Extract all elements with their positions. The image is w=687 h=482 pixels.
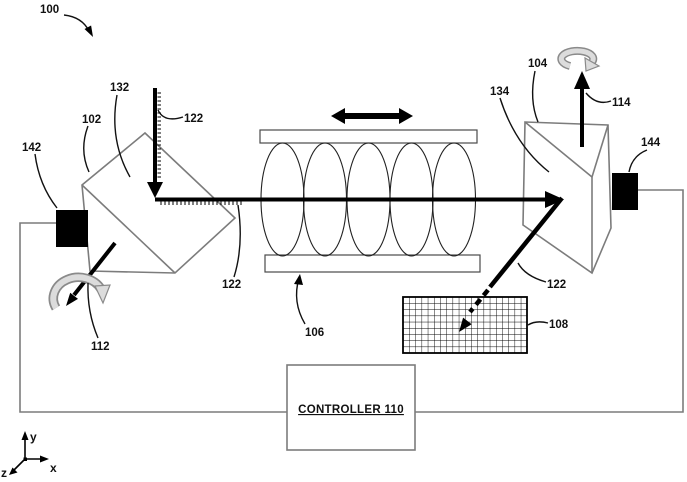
beam-diagonal-dashed (468, 288, 490, 314)
ref-label-100: 100 (40, 4, 59, 16)
beam-diagonal-solid (488, 196, 564, 289)
ref-label-112: 112 (91, 341, 110, 353)
beam-down-arrowhead-icon (147, 182, 163, 198)
left-rotation-indicator (48, 241, 117, 311)
beam-horizontal-shaft (155, 197, 547, 202)
right-rotation-indicator (557, 46, 601, 72)
leader-142 (34, 153, 58, 209)
ref-label-142: 142 (22, 142, 41, 154)
ref-label-144: 144 (641, 137, 661, 149)
wire-left-actuator-to-controller (19, 222, 287, 413)
leader-134 (499, 97, 550, 173)
x-axis-arrowhead-icon (40, 455, 49, 463)
controller-outline (286, 364, 416, 451)
leader-102 (83, 125, 90, 173)
ref-label-102: 102 (82, 114, 101, 126)
right-rotation-arc-icon (558, 48, 596, 69)
ref-label-134: 134 (490, 86, 510, 98)
x-axis-label: x (50, 461, 57, 475)
leader-106-arrowhead-icon (294, 274, 303, 285)
ref-label-122-top: 122 (184, 113, 203, 125)
ref-label-108: 108 (549, 319, 569, 331)
leader-114 (585, 92, 612, 104)
z-axis-label: z (1, 466, 7, 480)
controller-label: CONTROLLER 110 (298, 404, 404, 416)
leader-108 (527, 321, 549, 326)
right-prism-top-edge-left (524, 121, 593, 178)
leader-122-top (157, 109, 184, 120)
leader-100 (63, 14, 90, 32)
beam-vertical-shaft (153, 88, 157, 184)
y-axis-arrowhead-icon (21, 431, 29, 440)
right-prism-outline (522, 121, 612, 275)
beam-horizontal-hatching (158, 201, 243, 205)
right-prism-top-edge-right (591, 124, 609, 178)
lens-top-plate (259, 129, 478, 144)
left-rotation-axis-arrow (72, 241, 117, 297)
y-axis-label: y (30, 430, 37, 444)
left-rotation-axis-arrowhead-icon (66, 292, 78, 306)
ref-label-104: 104 (528, 58, 548, 70)
leader-106 (295, 277, 306, 325)
coordinate-axes: y x z (1, 430, 57, 480)
right-actuator-block (612, 173, 638, 210)
left-actuator-block (56, 210, 88, 247)
ref-label-132: 132 (110, 82, 129, 94)
leader-100-arrowhead-icon (84, 25, 93, 37)
lens-bottom-plate (264, 254, 481, 273)
ref-label-122-left: 122 (222, 279, 241, 291)
right-prism (522, 121, 612, 275)
left-prism-diagonal-face (81, 184, 176, 274)
wire-right-actuator-to-controller (415, 189, 684, 413)
leader-112 (87, 282, 99, 339)
lens-assembly (259, 108, 481, 273)
leader-122-left (233, 204, 241, 278)
right-rotation-arrowhead-icon (584, 56, 601, 72)
leader-144 (628, 149, 648, 173)
left-rotation-arc-icon (50, 274, 104, 310)
leader-132 (114, 94, 131, 178)
translate-double-arrow-icon (331, 108, 413, 124)
ref-label-114: 114 (612, 97, 631, 109)
ref-label-106: 106 (305, 327, 324, 339)
ref-label-122-right: 122 (547, 279, 566, 291)
z-axis-arrowhead-icon (9, 467, 18, 475)
beam-path (147, 71, 590, 332)
controller-box: CONTROLLER 110 (286, 364, 416, 451)
z-axis-line (13, 458, 26, 471)
beam-detector-arrowhead-icon (459, 317, 472, 332)
beam-exit-shaft (580, 87, 584, 147)
beam-up-arrowhead-icon (574, 71, 590, 89)
left-rotation-arrowhead-icon (94, 284, 111, 305)
beam-right-arrowhead-icon (545, 191, 564, 208)
leader-104 (531, 70, 539, 123)
leader-122-right (517, 262, 547, 283)
beam-vertical-hatching (157, 90, 161, 180)
